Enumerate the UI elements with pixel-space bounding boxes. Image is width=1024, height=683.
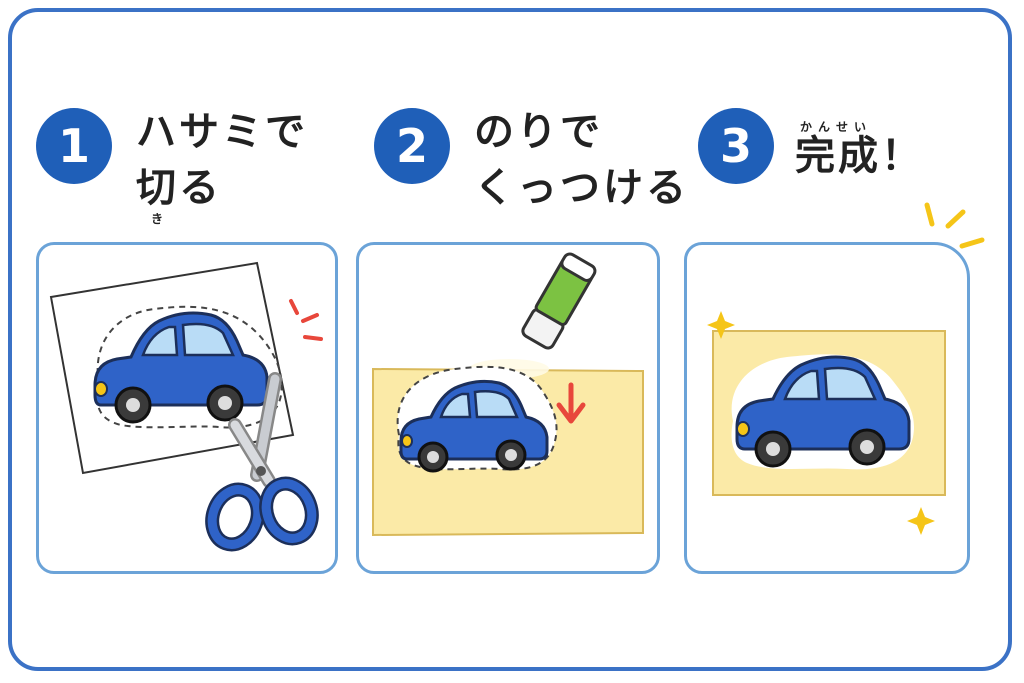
- step-2-title-line2: くっつける: [474, 165, 689, 211]
- step-1-title-line2: 切る: [136, 165, 222, 211]
- step-2-title-line1: のりで: [474, 109, 603, 155]
- step-2-number: 2: [395, 119, 428, 173]
- step-2-badge: 2: [374, 108, 450, 184]
- sparkle-icon: [907, 507, 935, 535]
- step-3-badge: 3: [698, 108, 774, 184]
- step-3-ruby: かんせい: [800, 120, 873, 134]
- step-2-panel: [356, 242, 660, 574]
- step-3-panel: [684, 242, 970, 574]
- down-arrow-icon: [556, 382, 586, 424]
- car-finished: [735, 355, 911, 468]
- step-1-title-line1: ハサミで: [136, 109, 308, 155]
- cut-line: [96, 305, 283, 429]
- cut-sparks-icon: [289, 299, 323, 341]
- step-1-ruby: き: [151, 212, 170, 226]
- step-3-title: 完成！: [795, 133, 924, 179]
- car-illustration: [93, 311, 269, 424]
- sparkle-icon: [707, 311, 735, 339]
- step-1-badge: 1: [36, 108, 112, 184]
- step-3-number: 3: [719, 119, 752, 173]
- glue-stick-icon: [521, 252, 597, 350]
- car-cutout-illustration: [399, 379, 549, 473]
- step-1-panel: [36, 242, 338, 574]
- scissors-icon: [205, 372, 319, 552]
- step-1-number: 1: [57, 119, 90, 173]
